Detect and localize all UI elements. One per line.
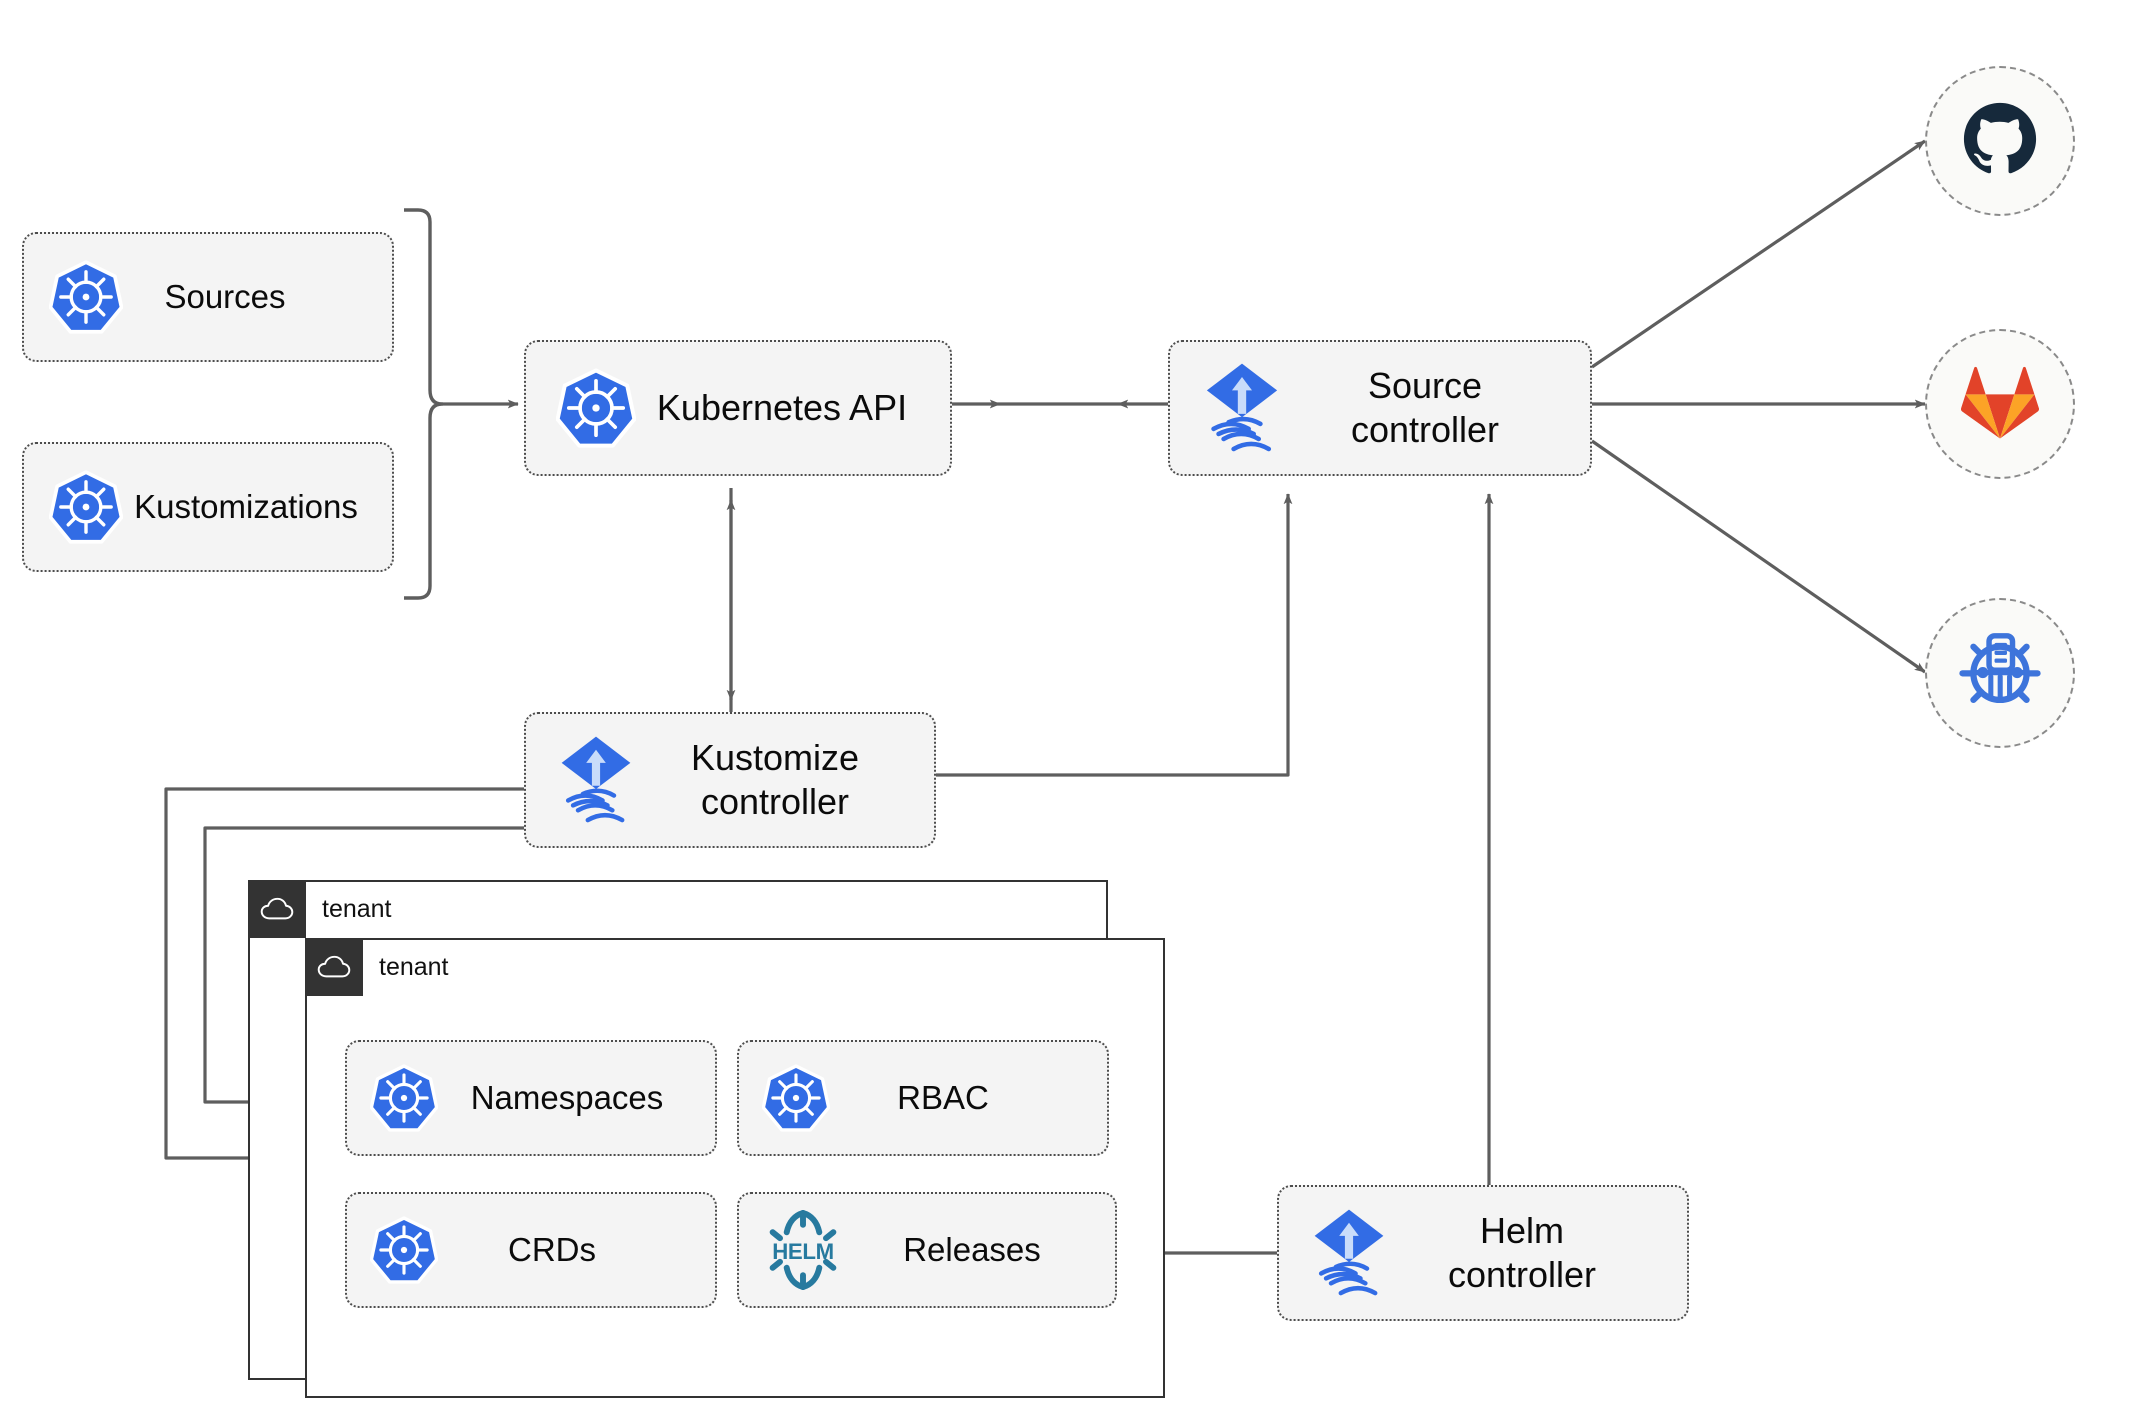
node-label: Kustomize controller xyxy=(690,737,860,822)
group-brace xyxy=(404,208,444,600)
tenant-header: tenant xyxy=(248,880,392,938)
node-label: Sources xyxy=(164,277,286,315)
kubernetes-icon xyxy=(361,1064,447,1132)
node-label: Namespaces xyxy=(470,1078,664,1116)
kubernetes-icon xyxy=(40,470,132,544)
node-label: CRDs xyxy=(508,1230,596,1268)
node-namespaces[interactable]: Namespaces xyxy=(345,1040,717,1156)
node-label: Kustomizations xyxy=(134,487,358,525)
node-crds[interactable]: CRDs xyxy=(345,1192,717,1308)
helm-icon: HELM xyxy=(753,1210,853,1290)
tenant-container-inner[interactable]: tenant xyxy=(305,938,1165,1398)
node-label: RBAC xyxy=(897,1078,989,1116)
provider-gitlab[interactable] xyxy=(1925,329,2075,479)
kubernetes-icon xyxy=(544,368,648,448)
flux-icon xyxy=(1297,1208,1401,1298)
helm-repository-icon xyxy=(1957,628,2043,719)
node-source-controller[interactable]: Source controller xyxy=(1168,340,1592,476)
node-sources[interactable]: Sources xyxy=(22,232,394,362)
node-label: Source controller xyxy=(1350,365,1500,450)
node-kustomize-controller[interactable]: Kustomize controller xyxy=(524,712,936,848)
node-kubernetes-api[interactable]: Kubernetes API xyxy=(524,340,952,476)
node-label: Releases xyxy=(903,1230,1041,1268)
flux-icon xyxy=(544,735,648,825)
svg-text:HELM: HELM xyxy=(772,1239,833,1264)
cloud-icon xyxy=(305,938,363,996)
tenant-label: tenant xyxy=(379,952,449,981)
node-helm-controller[interactable]: Helm controller xyxy=(1277,1185,1689,1321)
provider-github[interactable] xyxy=(1925,66,2075,216)
node-kustomizations[interactable]: Kustomizations xyxy=(22,442,394,572)
node-rbac[interactable]: RBAC xyxy=(737,1040,1109,1156)
node-label: Kubernetes API xyxy=(656,387,908,429)
provider-helm-repository[interactable] xyxy=(1925,598,2075,748)
kubernetes-icon xyxy=(361,1216,447,1284)
kubernetes-icon xyxy=(753,1064,839,1132)
tenant-label: tenant xyxy=(322,894,392,923)
node-label: Helm controller xyxy=(1447,1210,1597,1295)
node-releases[interactable]: HELM Releases xyxy=(737,1192,1117,1308)
gitlab-icon xyxy=(1959,363,2041,446)
cloud-icon xyxy=(248,880,306,938)
flux-icon xyxy=(1188,362,1296,454)
github-icon xyxy=(1959,98,2041,185)
kubernetes-icon xyxy=(40,260,132,334)
tenant-header: tenant xyxy=(305,938,449,996)
